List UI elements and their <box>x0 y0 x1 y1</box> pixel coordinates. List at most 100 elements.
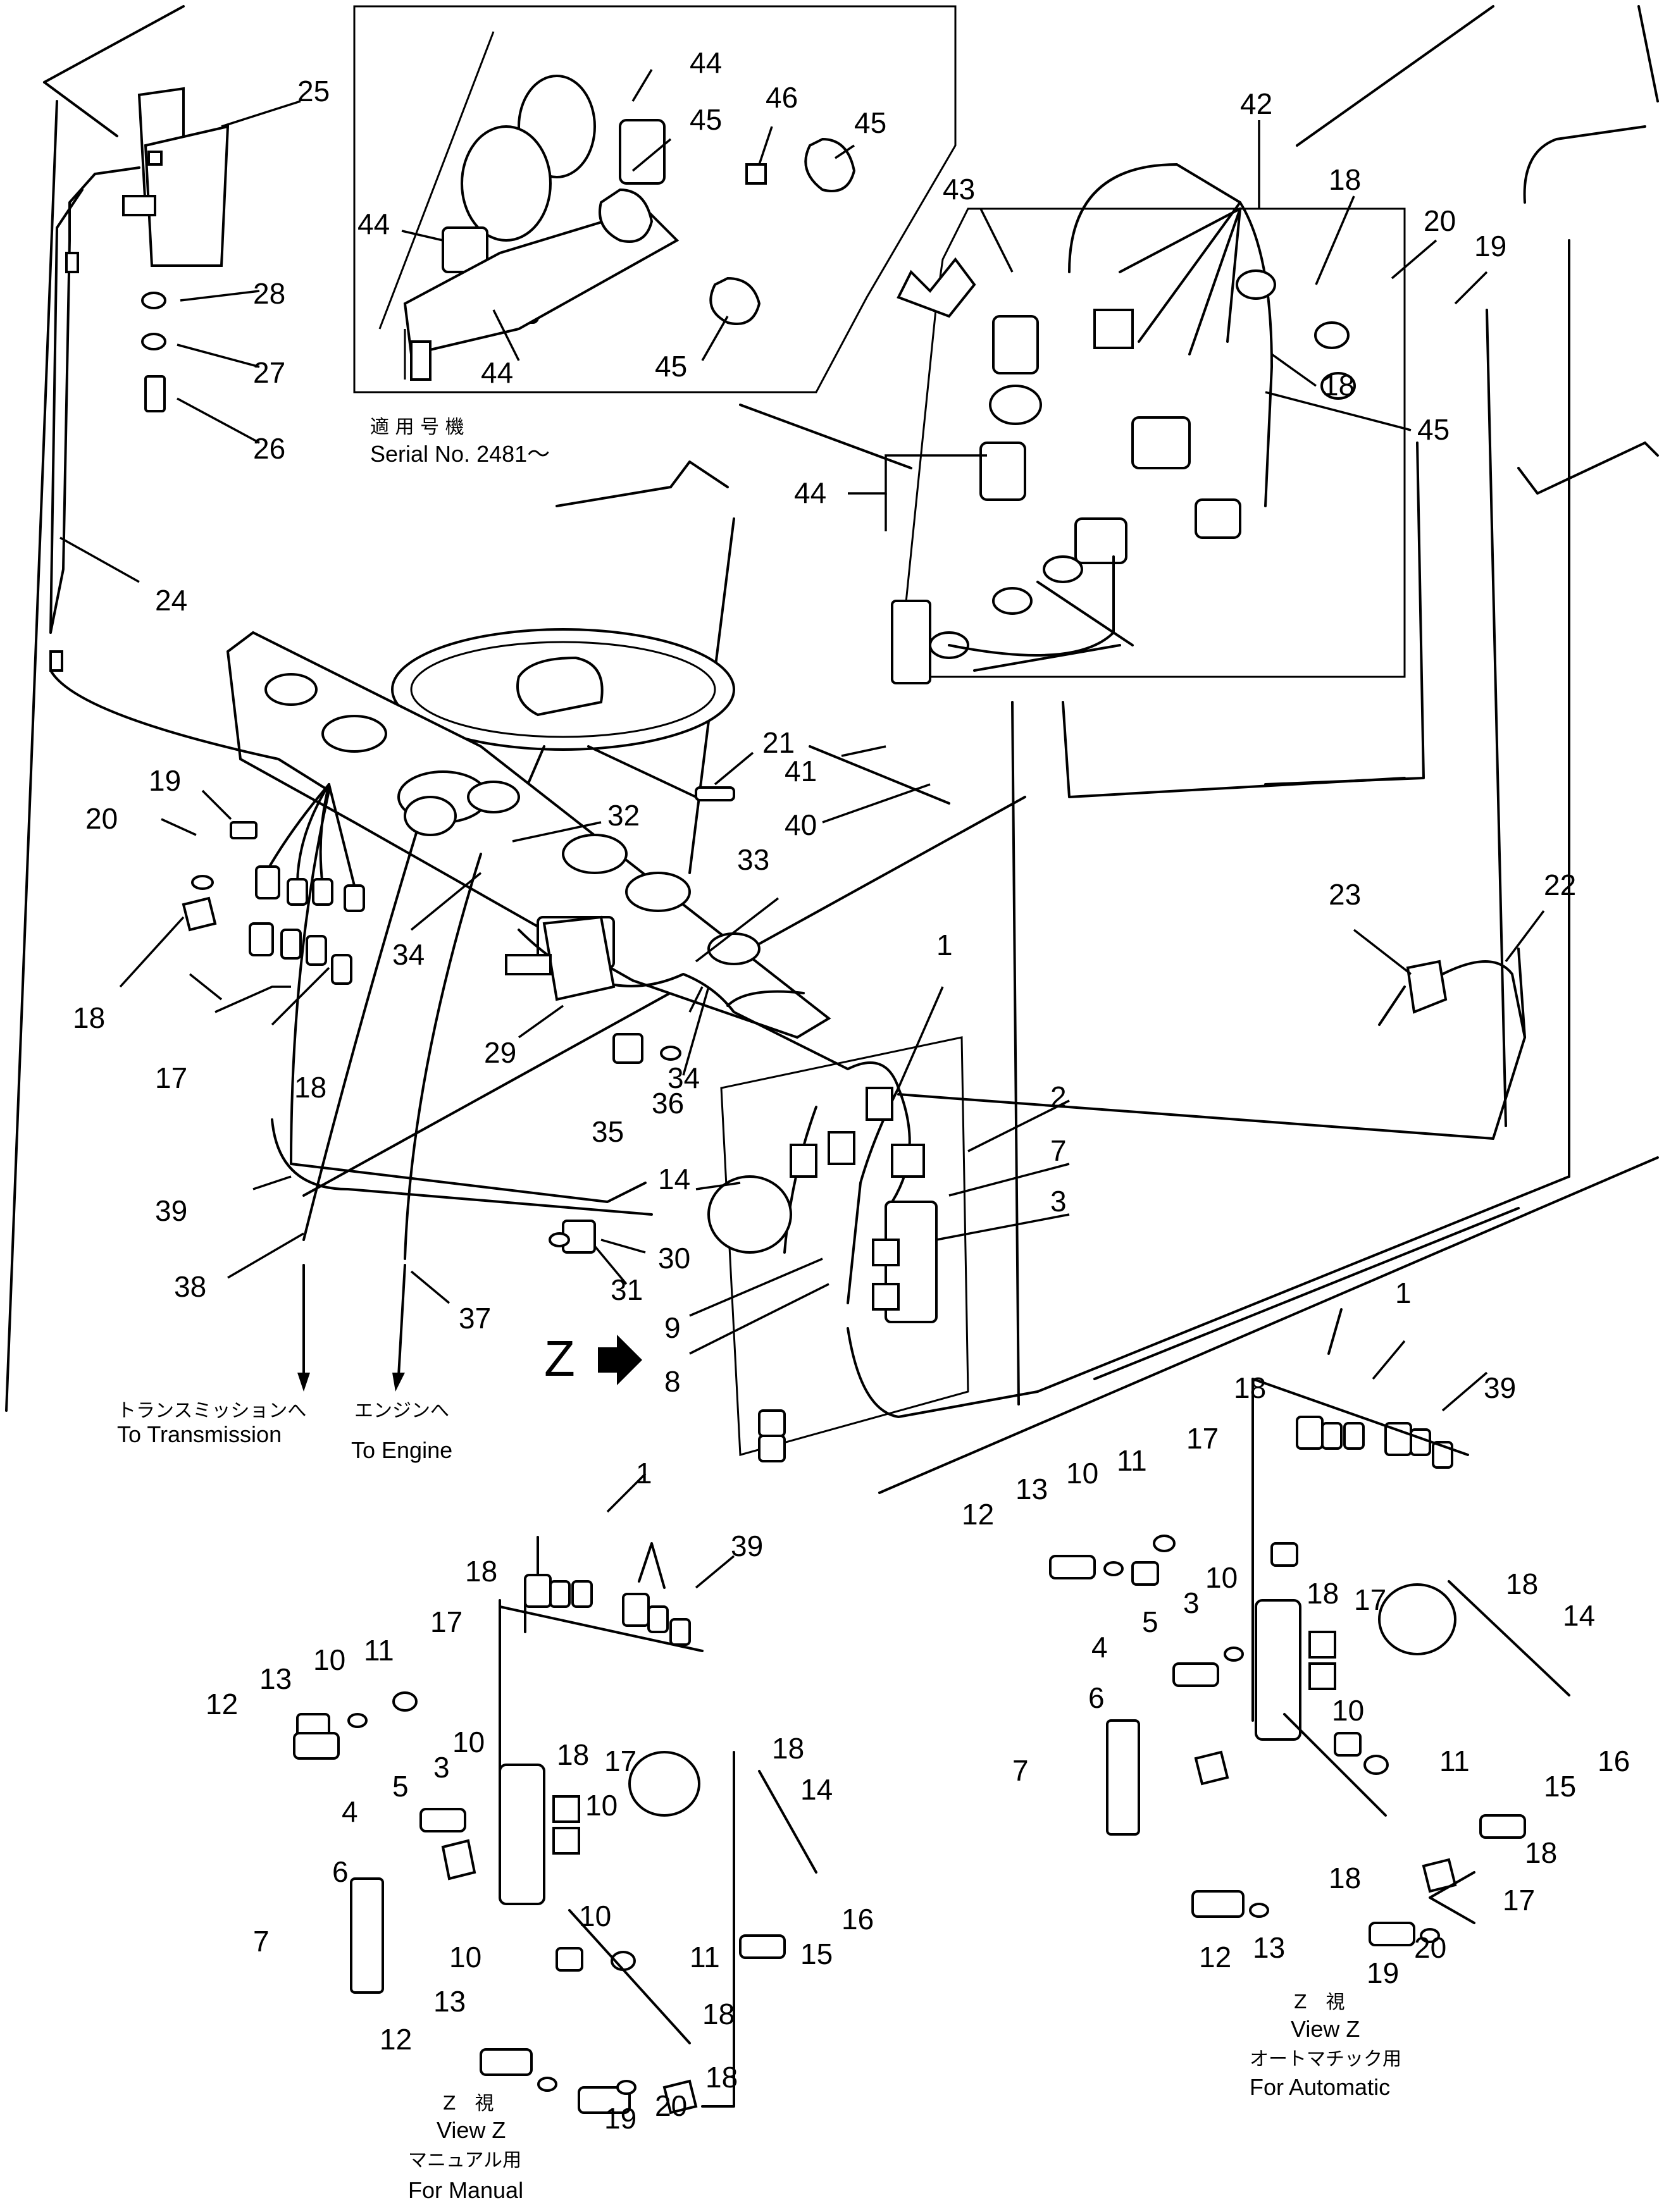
callout-18b-auto: 18 <box>1307 1577 1339 1610</box>
callout-39-man: 39 <box>731 1529 763 1562</box>
callout-1-man: 1 <box>636 1457 652 1490</box>
callout-4-auto: 4 <box>1091 1631 1108 1664</box>
serial-inset-box <box>353 5 957 393</box>
callout-45-inset: 45 <box>690 103 722 136</box>
callout-39: 39 <box>155 1194 187 1227</box>
callout-36: 36 <box>652 1087 684 1120</box>
callout-17b-man: 17 <box>604 1745 636 1777</box>
inset-caption-serial: Serial No. 2481～ <box>370 441 550 467</box>
callout-46-inset: 46 <box>766 81 798 114</box>
view-z-marker: Z <box>544 1330 575 1387</box>
to-engine-jp: エンジンへ <box>354 1400 449 1422</box>
callout-44b-inset: 44 <box>357 207 390 240</box>
callout-11b-man: 11 <box>690 1941 720 1974</box>
relay-unit <box>404 796 681 1254</box>
callout-18c-man: 18 <box>772 1732 804 1765</box>
switch-23 <box>1406 960 1448 1014</box>
manual-view-jp: Z 視 <box>443 2092 494 2115</box>
callout-19-auto: 19 <box>1367 1956 1399 1989</box>
callout-18-man: 18 <box>465 1555 497 1588</box>
callout-41: 41 <box>785 755 817 788</box>
callout-16-man: 16 <box>841 1903 874 1936</box>
callout-37: 37 <box>459 1302 491 1335</box>
callout-13b-man: 13 <box>433 1985 466 2018</box>
callout-15-man: 15 <box>800 1937 833 1970</box>
callout-17-auto: 17 <box>1186 1422 1219 1455</box>
callout-22: 22 <box>1544 868 1576 901</box>
work-light <box>49 87 230 672</box>
callout-12-auto: 12 <box>962 1498 994 1531</box>
to-engine-label: To Engine <box>351 1437 452 1463</box>
callout-14-man: 14 <box>800 1773 833 1806</box>
callout-20: 20 <box>85 802 118 835</box>
callout-24: 24 <box>155 584 187 617</box>
callout-29: 29 <box>484 1036 516 1069</box>
manual-for-label: For Manual <box>408 2177 523 2203</box>
callout-18c-auto: 18 <box>1506 1567 1538 1600</box>
callout-44c-inset: 44 <box>481 356 513 389</box>
callout-6-auto: 6 <box>1088 1681 1105 1714</box>
callout-40: 40 <box>785 808 817 841</box>
callout-33: 33 <box>737 843 769 876</box>
callout-10c-auto: 10 <box>1332 1694 1364 1727</box>
callout-31: 31 <box>611 1273 643 1306</box>
callout-20-man: 20 <box>655 2089 687 2122</box>
callout-5-auto: 5 <box>1142 1605 1158 1638</box>
callout-10b-auto: 10 <box>1205 1561 1238 1594</box>
callout-19-rt: 19 <box>1474 230 1506 263</box>
manual-view-label: View Z <box>437 2117 506 2143</box>
auto-view-jp: Z 視 <box>1294 1991 1345 2013</box>
callout-1: 1 <box>936 929 953 961</box>
callout-8: 8 <box>664 1365 681 1398</box>
callout-11-man: 11 <box>364 1634 394 1667</box>
callout-16-auto: 16 <box>1598 1745 1630 1777</box>
auto-view-label: View Z <box>1291 2016 1360 2042</box>
callout-44-inset: 44 <box>690 46 722 79</box>
callout-38: 38 <box>174 1270 206 1303</box>
callout-18b: 18 <box>294 1071 326 1104</box>
callout-18-auto: 18 <box>1234 1371 1266 1404</box>
callouts-right-top: 42 43 18 20 19 18 45 44 <box>794 87 1506 509</box>
callout-11b-auto: 11 <box>1439 1745 1470 1777</box>
callout-10-auto: 10 <box>1066 1457 1098 1490</box>
callout-18b-rt: 18 <box>1322 369 1355 402</box>
callout-2: 2 <box>1050 1080 1067 1113</box>
callout-11-auto: 11 <box>1117 1444 1147 1477</box>
callout-19-man: 19 <box>604 2102 636 2135</box>
callout-39-auto: 39 <box>1484 1371 1516 1404</box>
callout-13-man: 13 <box>259 1662 292 1695</box>
callout-27: 27 <box>253 356 285 389</box>
callout-10b-man: 10 <box>452 1726 485 1758</box>
callout-6-man: 6 <box>332 1855 349 1888</box>
callout-12b-auto: 12 <box>1199 1941 1231 1974</box>
callout-10d-man: 10 <box>579 1900 611 1932</box>
callout-10c-man: 10 <box>585 1789 618 1822</box>
auto-for-jp: オートマチック用 <box>1250 2048 1401 2070</box>
callout-43: 43 <box>943 173 975 206</box>
callout-25: 25 <box>297 75 330 108</box>
callout-7-auto: 7 <box>1012 1754 1029 1787</box>
callout-17-man: 17 <box>430 1605 463 1638</box>
callout-3-man: 3 <box>433 1751 450 1784</box>
callout-3-auto: 3 <box>1183 1586 1200 1619</box>
callouts-automatic: 1 39 18 17 11 10 13 12 10 18 17 18 3 5 1… <box>962 1276 1630 1989</box>
callout-14-auto: 14 <box>1563 1599 1595 1632</box>
automatic-view-z <box>1049 1308 1570 1946</box>
callouts-manual: 1 39 18 17 11 10 13 12 10 18 17 18 3 5 4… <box>206 1457 874 2135</box>
callout-12-man: 12 <box>206 1688 238 1721</box>
callout-18: 18 <box>73 1001 105 1034</box>
callout-28: 28 <box>253 277 285 310</box>
callout-21: 21 <box>762 726 795 759</box>
arrow-down-icon <box>297 1373 310 1392</box>
callout-15-auto: 15 <box>1544 1770 1576 1803</box>
steering-dash <box>226 628 831 1039</box>
callout-18e-auto: 18 <box>1525 1836 1557 1869</box>
callout-5-man: 5 <box>392 1770 409 1803</box>
callouts-inset: 44 45 46 45 44 44 45 <box>357 46 886 389</box>
callout-35: 35 <box>592 1115 624 1148</box>
callout-20-rt: 20 <box>1424 204 1456 237</box>
left-connectors <box>182 821 365 985</box>
callout-23: 23 <box>1329 878 1361 911</box>
callout-13b-auto: 13 <box>1253 1931 1285 1964</box>
